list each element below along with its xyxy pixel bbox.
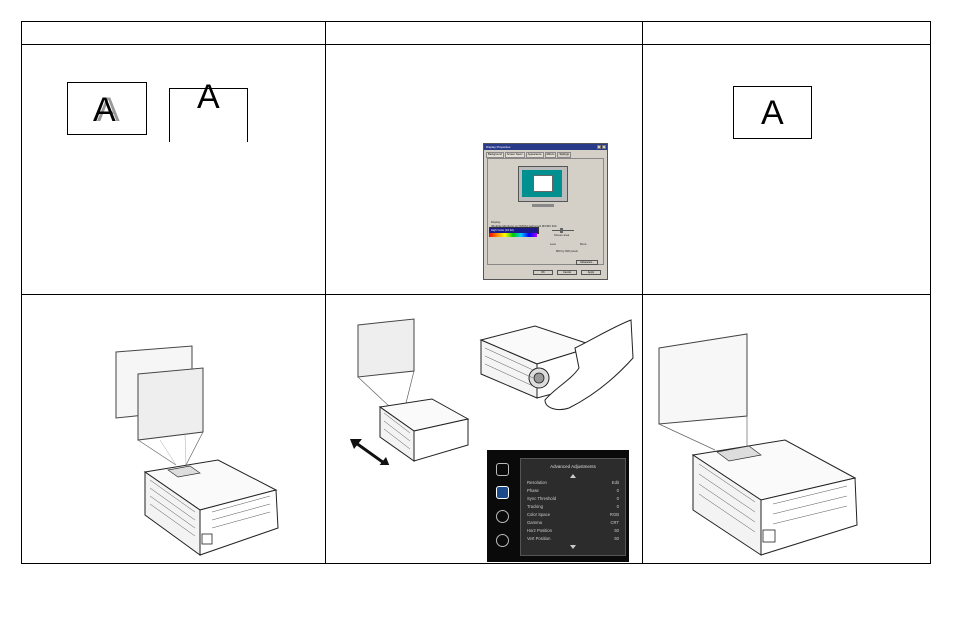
double-arrow-icon [350, 439, 390, 465]
advanced-button[interactable]: Advanced... [576, 260, 598, 265]
cropped-letter: A [197, 78, 220, 116]
menu-row-label: Sync Threshold [527, 496, 557, 501]
projector-keystone-illustration [115, 345, 279, 556]
projector-icon [143, 459, 279, 556]
menu-row-label: Horz Position [527, 528, 552, 533]
primary-letter: A [93, 91, 116, 129]
display-label: Display: [491, 220, 501, 224]
menu-row-label: Resolution [527, 480, 547, 485]
menu-row-value: 0 [616, 488, 619, 493]
apply-button[interactable]: Apply [581, 270, 601, 275]
monitor-preview-icon [518, 166, 568, 202]
clear-letter: A [761, 94, 784, 132]
menu-row-label: Gamma [527, 520, 542, 525]
clear-letter-box: A [733, 86, 812, 139]
help-icon[interactable] [597, 145, 601, 149]
menu-row-label: Vert Position [527, 536, 551, 541]
ghosted-letter-box: A A [67, 82, 147, 135]
ghost-letter: A [97, 91, 120, 129]
small-projector-icon [378, 398, 470, 462]
row-divider [22, 294, 930, 295]
projector-distance-illustration [350, 318, 470, 465]
menu-row-value: 50 [614, 528, 619, 533]
column-divider-2 [642, 22, 643, 563]
scroll-up-icon[interactable] [570, 474, 576, 478]
monitor-stand [532, 204, 554, 207]
hand-icon [544, 319, 634, 411]
scroll-down-icon[interactable] [570, 545, 576, 549]
screen-area-value: 800 by 600 pixels [556, 249, 578, 253]
menu-icon-sidebar [487, 450, 517, 562]
menu-row[interactable]: Phase 0 [527, 487, 619, 494]
dialog-title: Display Properties [484, 144, 607, 150]
info-icon[interactable] [496, 534, 509, 547]
screen-area-label: Screen area [554, 233, 570, 237]
display-properties-dialog: Display Properties Background Screen Sav… [483, 143, 608, 280]
area-less-label: Less [550, 242, 556, 246]
menu-row-label: Tracking [527, 504, 543, 509]
menu-row[interactable]: Gamma CRT [527, 519, 619, 526]
projection-screen [357, 318, 415, 378]
color-spectrum-bar [489, 233, 537, 237]
dialog-tabs: Background Screen Saver Appearance Effec… [486, 152, 605, 158]
preview-window-icon [533, 175, 553, 192]
menu-row-value: 50 [614, 536, 619, 541]
settings-icon[interactable] [496, 510, 509, 523]
close-icon[interactable] [602, 145, 606, 149]
screen-area-slider-thumb[interactable] [560, 228, 563, 233]
menu-pane: Advanced Adjustments Resolution Edit Phas… [520, 458, 626, 556]
cropped-letter-box: A [169, 80, 248, 142]
column-divider-1 [325, 22, 326, 563]
menu-row[interactable]: Color Space RGB [527, 511, 619, 518]
picture-icon[interactable] [496, 463, 509, 476]
menu-row-value: CRT [610, 520, 619, 525]
tab-screen-saver[interactable]: Screen Saver [504, 152, 525, 158]
advanced-picture-icon[interactable] [496, 486, 509, 499]
menu-row-label: Phase [527, 488, 539, 493]
menu-row-value: 0 [616, 504, 619, 509]
tab-background[interactable]: Background [486, 152, 504, 158]
ok-button[interactable]: OK [533, 270, 553, 275]
area-more-label: More [580, 242, 587, 246]
menu-row[interactable]: Horz Position 50 [527, 527, 619, 534]
screen-area-slider-track [552, 230, 574, 231]
menu-row-value: Edit [611, 480, 619, 485]
menu-row[interactable]: Vert Position 50 [527, 535, 619, 542]
display-value: (Multiple Monitors) on NVIDIA GeForce2 M… [491, 224, 557, 228]
menu-row-value: RGB [609, 512, 619, 517]
tab-settings[interactable]: Settings [557, 152, 571, 158]
projector-angle-illustration [658, 333, 858, 556]
monitor-screen [522, 170, 562, 197]
menu-row[interactable]: Tracking 0 [527, 503, 619, 510]
tab-appearance[interactable]: Appearance [525, 152, 544, 158]
hand-adjusting-projector-illustration [479, 319, 634, 411]
large-projector-icon [691, 439, 858, 556]
cancel-button[interactable]: Cancel [557, 270, 577, 275]
settings-panel: Display: (Multiple Monitors) on NVIDIA G… [487, 158, 604, 265]
keystoned-screen [658, 333, 748, 425]
colors-select-value: High Color (16 bit) [491, 228, 514, 232]
menu-row[interactable]: Sync Threshold 0 [527, 495, 619, 502]
front-screen [137, 367, 204, 441]
menu-row-label: Color Space [527, 512, 551, 517]
advanced-adjustments-menu: Advanced Adjustments Resolution Edit Phas… [487, 450, 629, 562]
menu-row[interactable]: Resolution Edit [527, 479, 619, 486]
header-divider [22, 44, 930, 45]
tab-effects[interactable]: Effects [544, 152, 557, 158]
menu-title: Advanced Adjustments [550, 464, 596, 469]
menu-row-value: 0 [616, 496, 619, 501]
illustration-table [21, 21, 931, 564]
